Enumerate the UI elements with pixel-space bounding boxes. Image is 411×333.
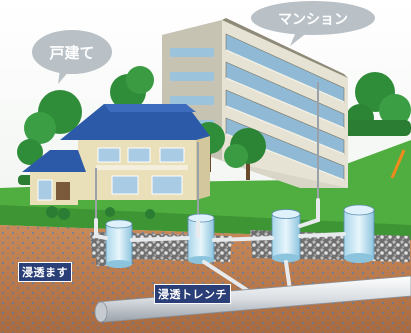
infiltration-basin-1 [105, 219, 133, 268]
infiltration-trench-label: 浸透トレンチ [154, 284, 231, 304]
infiltration-basin-3 [271, 209, 301, 263]
connecting-pipes [94, 198, 346, 294]
shrubs [46, 206, 155, 220]
hedge [330, 120, 411, 136]
house-bubble-text: 戸建て [49, 44, 94, 62]
mansion-speech-bubble: マンション [251, 1, 375, 46]
infiltration-basin-4 [343, 204, 375, 263]
detached-house [22, 104, 210, 222]
mansion-bubble-text: マンション [278, 12, 348, 28]
background-trees [24, 66, 411, 144]
rain-arrow [390, 149, 406, 179]
infiltration-basin-label: 浸透ます [18, 262, 72, 282]
house-speech-bubble: 戸建て [32, 30, 112, 84]
infiltration-basin-2 [187, 213, 215, 264]
trench-pipe [94, 275, 411, 323]
